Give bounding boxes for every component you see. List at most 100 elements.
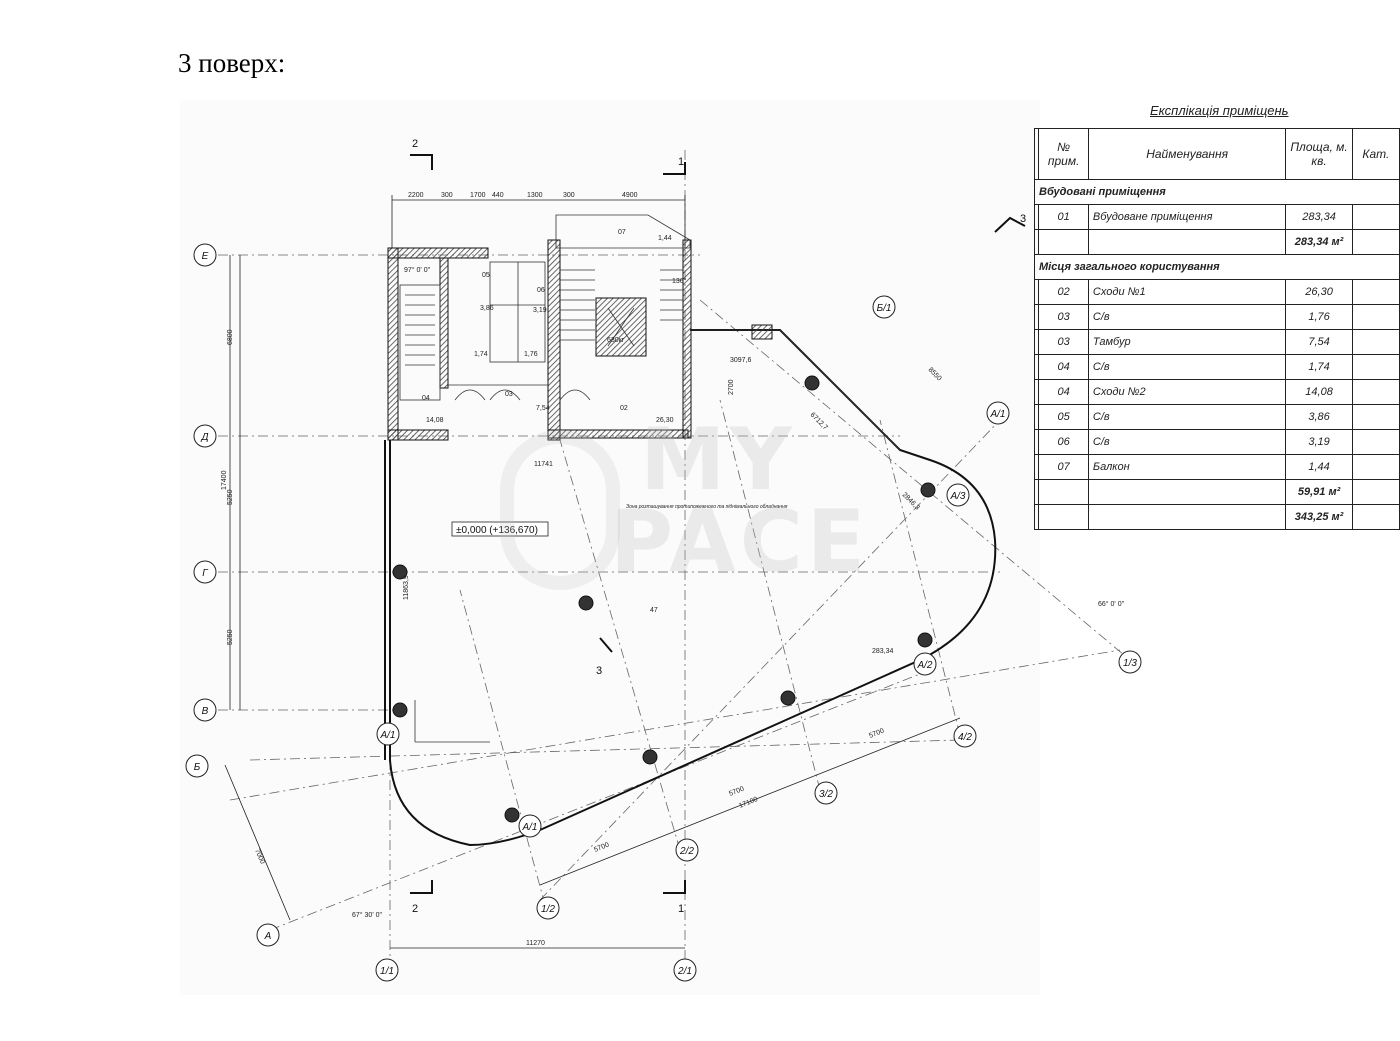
angle-label: 136° bbox=[672, 277, 687, 285]
header-area: Площа, м. кв. bbox=[1285, 128, 1353, 180]
dim-label: 300 bbox=[441, 192, 453, 199]
axis-label: Е bbox=[202, 251, 209, 262]
axis-label: А/2 bbox=[916, 660, 932, 671]
axis-label: А bbox=[264, 931, 272, 942]
header-name: Найменування bbox=[1087, 128, 1287, 180]
section-row: Вбудовані приміщення bbox=[1034, 179, 1400, 205]
dim-label: 11270 bbox=[526, 940, 545, 947]
section-markers bbox=[410, 154, 1026, 894]
angle-label: 66° 0' 0" bbox=[1098, 600, 1125, 608]
room-label: 7,54 bbox=[536, 405, 550, 412]
section-label: 1 bbox=[678, 156, 684, 168]
watermark-line: MY bbox=[640, 410, 796, 510]
dim-label: 5250 bbox=[227, 489, 234, 505]
core-interior bbox=[399, 214, 901, 743]
room-label: 630кг bbox=[607, 337, 625, 344]
room-label: 06 bbox=[537, 287, 545, 294]
structural-columns bbox=[392, 375, 936, 823]
axis-label: 2/1 bbox=[677, 966, 692, 977]
axis-label: Б/1 bbox=[877, 303, 892, 314]
explication-title: Експлікація приміщень bbox=[1150, 103, 1289, 118]
axis-labels: Е Д Г В Б А 1/1 2/1 1/2 2/2 3/2 4/2 Б/1 … bbox=[194, 251, 1138, 977]
room-label: 3,19 bbox=[533, 307, 547, 314]
axis-label: В bbox=[202, 706, 209, 717]
dim-label: 440 bbox=[492, 192, 504, 199]
subtotal-row: 59,91 м² bbox=[1033, 479, 1400, 505]
axis-label: Г bbox=[202, 568, 209, 579]
axis-label: А/1 bbox=[521, 822, 537, 833]
dim-label: 11863,9 bbox=[403, 575, 410, 600]
dim-label: 3097,6 bbox=[730, 357, 752, 364]
room-label: 07 bbox=[618, 229, 626, 236]
axis-label: Д bbox=[200, 432, 208, 443]
axis-label: А/1 bbox=[989, 409, 1005, 420]
axis-label: 1/3 bbox=[1123, 658, 1137, 669]
header-num: № прим. bbox=[1038, 128, 1089, 180]
room-label: 04 bbox=[422, 395, 430, 402]
room-label: 03 bbox=[505, 391, 513, 398]
zone-note: Зона розташування протипожежного та підн… bbox=[626, 504, 788, 510]
axis-label: 4/2 bbox=[958, 732, 972, 743]
axis-label: 1/1 bbox=[380, 966, 394, 977]
axis-label: 3/2 bbox=[819, 789, 833, 800]
room-label: 283,34 bbox=[872, 648, 894, 655]
dimension-lines bbox=[224, 195, 961, 949]
angle-label: 67° 30' 0" bbox=[352, 911, 382, 919]
section-label: 3 bbox=[596, 665, 602, 677]
room-label: 3,86 bbox=[480, 305, 494, 312]
page-title: 3 поверх: bbox=[178, 48, 286, 78]
axis-label: Б bbox=[194, 762, 201, 773]
dim-label: 300 bbox=[563, 192, 575, 199]
table-header: № прим. Найменування Площа, м. кв. Кат. bbox=[1033, 128, 1400, 180]
axis-label: А/3 bbox=[949, 491, 965, 502]
angle-label: 97° 0' 0" bbox=[404, 266, 431, 274]
dim-label: 2700 bbox=[728, 379, 735, 395]
watermark-line: PACE bbox=[610, 491, 870, 592]
room-label: 1,44 bbox=[658, 235, 672, 242]
section-row: Місця загального користування bbox=[1034, 254, 1400, 280]
dim-label: 5250 bbox=[227, 629, 234, 645]
axis-label: 1/2 bbox=[541, 904, 555, 915]
level-label: ±0,000 (+136,670) bbox=[456, 525, 538, 536]
section-label: 1 bbox=[678, 903, 684, 915]
section-label: 2 bbox=[412, 138, 418, 150]
axis-label: А/1 bbox=[379, 730, 395, 741]
watermark-logo-icon bbox=[500, 430, 620, 590]
section-title: Вбудовані приміщення bbox=[1034, 179, 1400, 205]
explication-table: № прим. Найменування Площа, м. кв. Кат. … bbox=[1033, 128, 1400, 530]
dim-label: 17400 bbox=[221, 470, 228, 490]
dim-label: 6800 bbox=[227, 329, 234, 345]
room-label: 47 bbox=[650, 607, 658, 614]
section-title: Місця загального користування bbox=[1034, 254, 1400, 280]
table-row: 01 Вбудоване приміщення 283,34 bbox=[1033, 204, 1400, 230]
room-label: 05 bbox=[482, 272, 490, 279]
dim-label: 1300 bbox=[527, 192, 543, 199]
header-cat: Кат. bbox=[1351, 128, 1400, 180]
section-label: 3 bbox=[1020, 213, 1026, 225]
section-labels: 2 2 1 1 3 3 bbox=[412, 138, 1026, 915]
dim-label: 1700 bbox=[470, 192, 486, 199]
axis-bubbles bbox=[185, 243, 1142, 982]
angle-labels: 97° 0' 0" 136° 66° 0' 0" 67° 30' 0" bbox=[352, 266, 1125, 919]
room-label: 02 bbox=[620, 405, 628, 412]
room-label: 14,08 bbox=[426, 417, 444, 424]
section-label: 2 bbox=[412, 903, 418, 915]
dim-label: 4900 bbox=[622, 192, 638, 199]
dim-label: 2200 bbox=[408, 192, 424, 199]
building-outline bbox=[384, 329, 997, 847]
subtotal-row: 283,34 м² bbox=[1033, 229, 1400, 255]
total-row: 343,25 м² bbox=[1033, 504, 1400, 530]
room-label: 1,74 bbox=[474, 351, 488, 358]
room-labels: 05 06 02 04 03 07 3,86 3,19 1,74 1,76 7,… bbox=[422, 229, 894, 655]
axis-label: 2/2 bbox=[679, 846, 694, 857]
watermark: MY PACE bbox=[500, 410, 870, 592]
room-label: 1,76 bbox=[524, 351, 538, 358]
